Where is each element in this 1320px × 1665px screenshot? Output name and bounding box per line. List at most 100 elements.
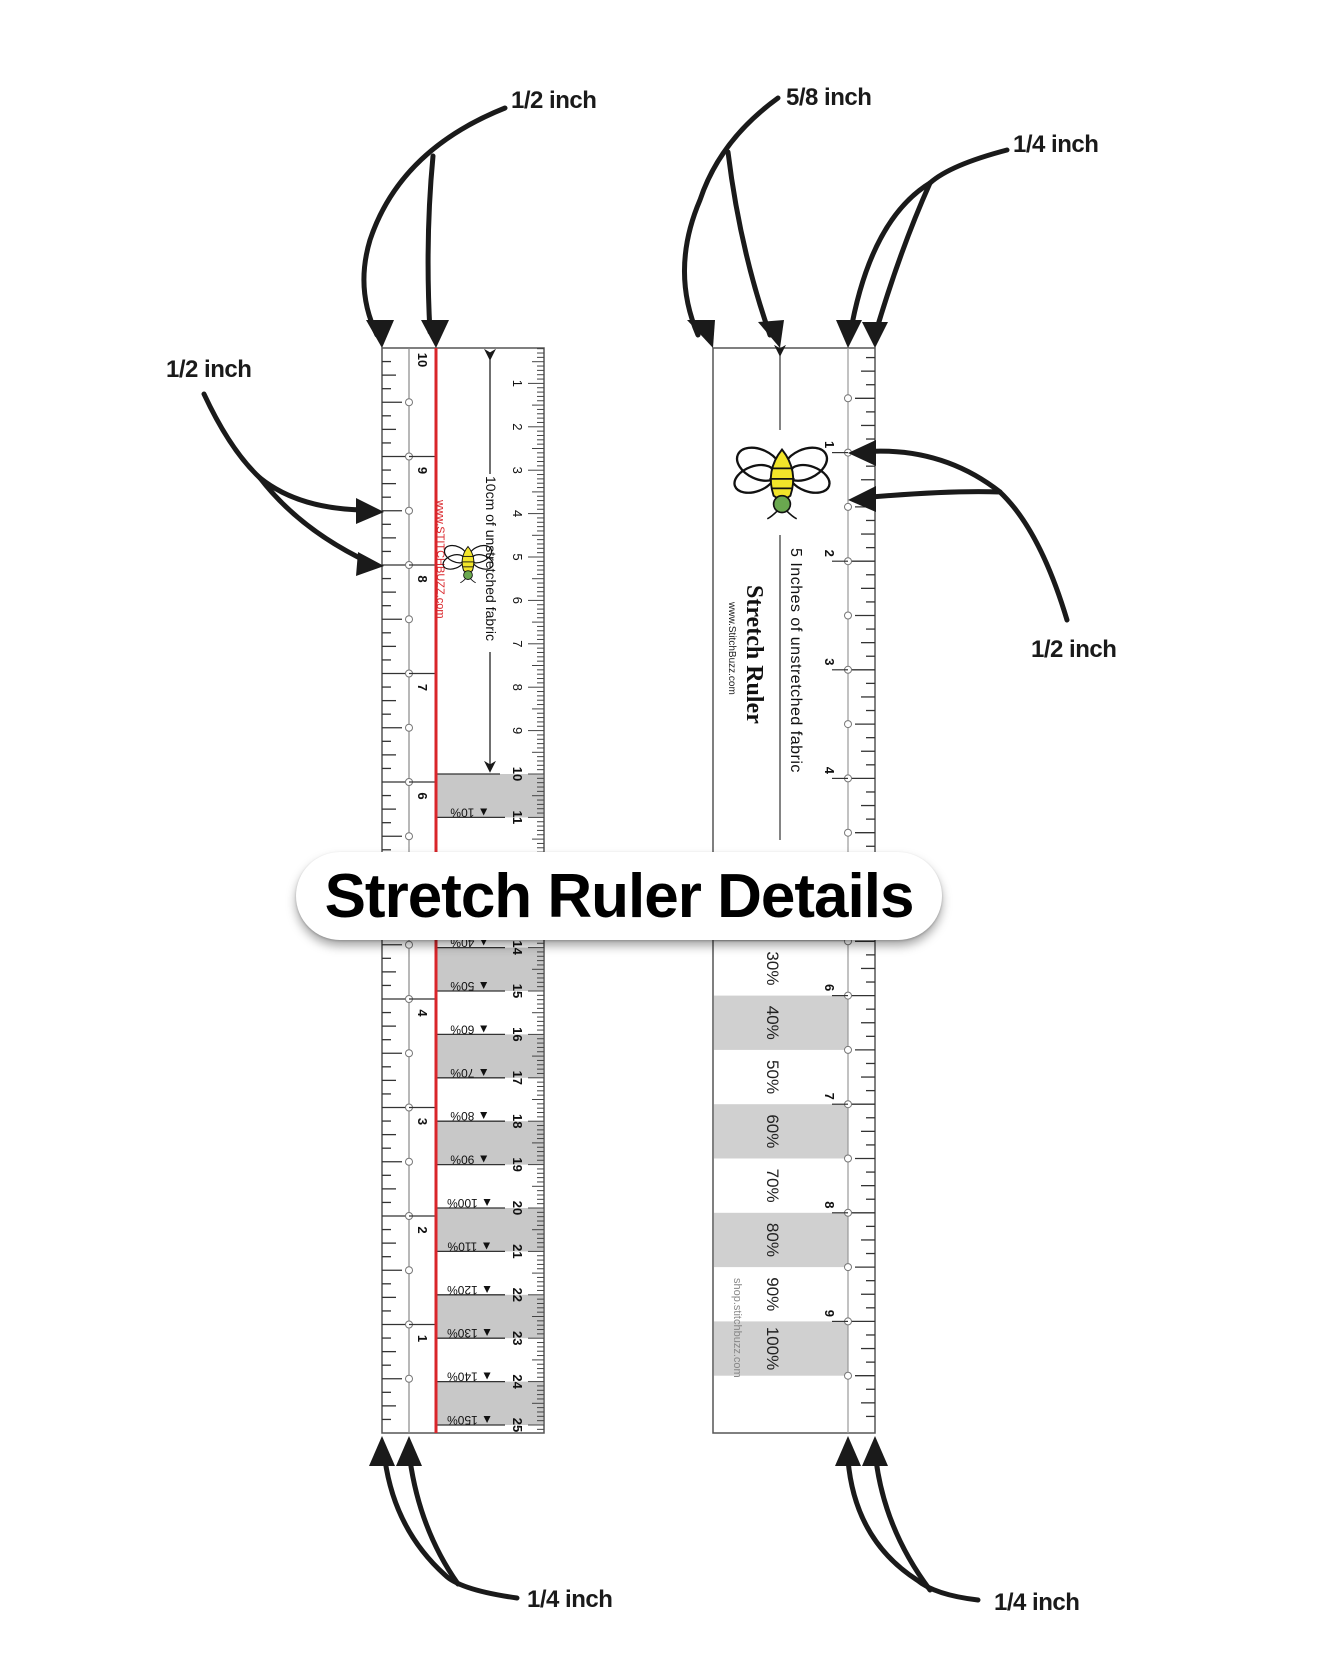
left-percent-label: ▲ 120% [447,1283,493,1297]
left-inch-label: 1 [415,1335,430,1342]
right-percent-label: 100% [763,1327,782,1370]
title-banner: Stretch Ruler Details [296,852,942,940]
callout-arrows [201,95,1070,1603]
right-half-inch-dot [844,502,852,511]
arrowhead-bottom-right-outer [835,1436,861,1466]
left-half-inch-dot [405,398,413,407]
left-cm-label: 22 [510,1288,525,1302]
right-percent-label: 30% [763,951,782,985]
right-shop-url: shop.stitchbuzz.com [731,1278,743,1378]
left-cm-label: 5 [510,553,525,560]
arrow-top-right-1-4-outer [847,147,1010,338]
left-cm-label: 25 [510,1418,525,1432]
callout-top-left: 1/2 inch [511,87,596,114]
callout-top-right-1-4: 1/4 inch [1013,131,1098,158]
left-percent-label: ▲ 150% [447,1413,493,1427]
left-half-inch-dot [405,1049,413,1058]
right-inch-label: 3 [822,658,837,665]
left-half-inch-dot [405,940,413,949]
left-measure-text: 10cm of unstretched fabric [483,476,499,641]
right-inch-label: 9 [822,1310,837,1317]
left-cm-label: 16 [510,1027,525,1041]
right-half-inch-dot [844,1263,852,1272]
right-percent-label: 70% [763,1169,782,1203]
arrow-top-left-outer [361,105,508,338]
left-percent-label: ▲ 100% [447,1196,493,1210]
left-cm-label: 7 [510,640,525,647]
left-cm-label: 9 [510,727,525,734]
left-percent-label: ▲ 130% [447,1326,493,1340]
arrow-top-right-5-8-inner [725,149,773,338]
arrow-right-lower [857,489,1003,501]
right-website: www.StitchBuzz.com [726,601,737,695]
right-inch-label: 6 [822,984,837,991]
left-cm-label: 24 [510,1374,525,1389]
arrowhead-left-lower [356,552,384,576]
arrowhead-bottom-left-outer [369,1436,395,1466]
left-cm-label: 6 [510,597,525,604]
right-percent-band [714,1212,848,1268]
callout-bottom-left: 1/4 inch [527,1586,612,1613]
right-percent-band [714,995,848,1050]
arrowhead-right-lower [848,486,876,512]
left-half-inch-dot [405,506,413,515]
right-half-inch-dot [844,394,852,403]
right-half-inch-dot [844,1045,852,1054]
arrow-top-left-inner [425,153,436,335]
arrowhead-top-left-inner [421,320,449,348]
arrowhead-bottom-left-inner [396,1436,422,1466]
left-cm-label: 8 [510,684,525,691]
left-cm-label: 1 [510,380,525,387]
callout-bottom-right: 1/4 inch [994,1589,1079,1616]
left-cm-label: 14 [510,940,525,955]
right-percent-band [714,1104,848,1159]
arrow-left-upper [201,391,371,513]
right-product-name: Stretch Ruler [741,585,767,724]
arrowhead-right-upper [848,440,876,466]
right-inch-label: 4 [822,767,837,775]
arrow-bottom-left-inner [407,1457,461,1587]
left-cm-label: 2 [510,423,525,430]
right-percent-labels: 20%30%40%50%60%70%80%90%100% [763,897,782,1370]
right-half-inch-dot [844,611,852,620]
left-half-inch-dot [405,1374,413,1383]
left-percent-band [437,1034,543,1078]
right-percent-band [714,1321,848,1376]
arrowhead-top-right-5-8-inner [758,320,784,348]
left-percent-band [437,1208,543,1252]
arrowhead-top-right-1-4-inner [862,322,888,348]
right-half-inch-dot [844,720,852,729]
callout-arrowheads [356,320,888,1466]
left-inch-label: 6 [415,792,430,799]
left-inch-label: 7 [415,684,430,691]
right-inch-label: 1 [822,441,837,448]
left-website: www.STITCHBUZZ.com [434,499,446,619]
right-inch-label: 8 [822,1201,837,1208]
left-half-inch-dot [405,615,413,624]
left-inch-label: 9 [415,467,430,474]
left-cm-label: 20 [510,1201,525,1215]
right-half-inch-dot [844,1371,852,1380]
right-measure-text: 5 Inches of unstretched fabric [787,548,804,773]
left-half-inch-dot [405,832,413,841]
arrow-bottom-right-outer [845,1457,981,1603]
left-cm-label: 19 [510,1157,525,1171]
right-percent-label: 90% [763,1277,782,1311]
left-inch-label: 2 [415,1226,430,1233]
left-inch-label: 8 [415,575,430,582]
callout-left-side: 1/2 inch [166,356,251,383]
arrow-left-lower [257,475,373,566]
left-percent-label: ▲ 140% [447,1370,493,1384]
callout-top-right-5-8: 5/8 inch [786,84,871,111]
left-percent-band [437,1121,543,1165]
left-cm-label: 10 [510,767,525,781]
page-title: Stretch Ruler Details [324,861,915,931]
left-inch-label: 10 [415,353,430,367]
left-percent-band [437,774,543,818]
arrowhead-top-right-1-4-outer [836,320,862,348]
arrowhead-top-right-5-8-outer [687,320,715,348]
left-cm-label: 23 [510,1331,525,1345]
left-cm-label: 3 [510,467,525,474]
left-half-inch-dot [405,1266,413,1275]
